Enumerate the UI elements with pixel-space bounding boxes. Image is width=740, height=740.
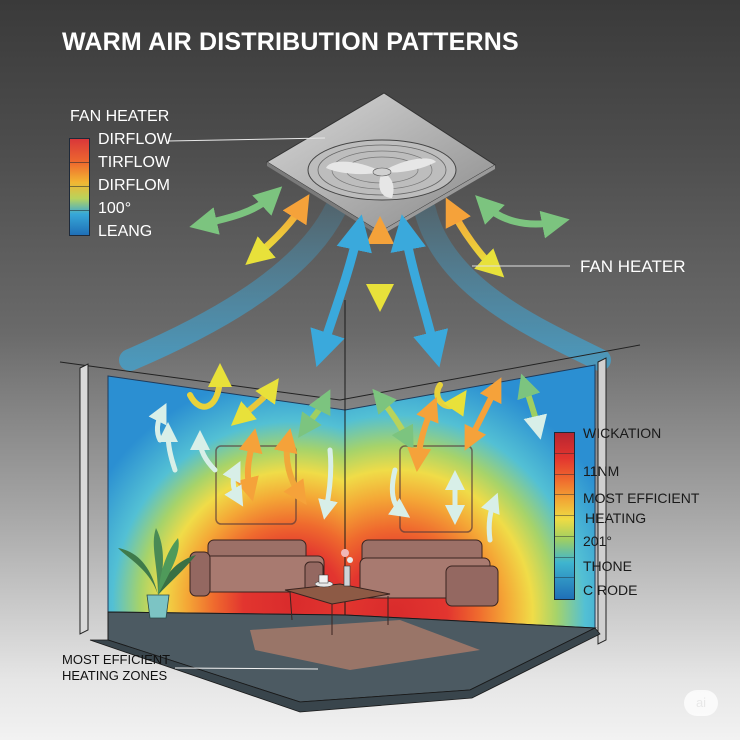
vase <box>341 549 353 587</box>
fan-legend-label: LEANG <box>98 223 153 240</box>
potted-plant <box>118 528 196 619</box>
scale-segment <box>555 433 574 454</box>
scale-segment <box>555 537 574 558</box>
efficient-zones-callout: MOST EFFICIENT HEATING ZONES <box>62 652 170 684</box>
scale-segment <box>555 495 574 516</box>
leader-zones-callout <box>174 667 319 670</box>
fan-legend-title: FAN HEATER <box>70 108 170 125</box>
rug <box>250 620 480 670</box>
fan-heater-unit <box>266 92 496 236</box>
fan-legend-color-scale <box>69 138 90 236</box>
heat-legend-color-scale <box>554 432 575 600</box>
fan-legend-label: DIRFLOW <box>98 131 172 148</box>
blue-airflow-streams <box>119 199 611 371</box>
scale-segment <box>555 454 574 475</box>
floor-edge <box>89 627 601 713</box>
scale-segment <box>555 516 574 537</box>
leader-fan-legend <box>167 137 326 142</box>
ai-watermark-badge: ai <box>684 690 718 716</box>
fan-legend-label: 100° <box>98 200 132 217</box>
scale-segment <box>555 558 574 579</box>
heat-legend-label: 201° <box>583 533 612 549</box>
heat-legend-label: MOST EFFICIENT <box>583 490 700 506</box>
heat-legend-label: C RODE <box>583 582 638 598</box>
heat-legend-label: HEATING <box>585 510 647 526</box>
fan-legend-label: DIRFLOM <box>98 177 170 194</box>
scale-segment <box>70 163 89 187</box>
air-arrows-room <box>148 363 547 543</box>
scale-segment <box>555 578 574 599</box>
efficient-zones-line2: HEATING ZONES <box>62 668 168 683</box>
scale-segment <box>70 139 89 163</box>
scale-segment <box>555 475 574 496</box>
fan-heater-callout: FAN HEATER <box>580 257 686 276</box>
sofa-right <box>359 539 499 607</box>
scale-segment <box>70 187 89 211</box>
heat-legend-label: WICKATION <box>583 425 662 441</box>
cup <box>314 574 334 588</box>
page-title: WARM AIR DISTRIBUTION PATTERNS <box>62 28 519 56</box>
efficient-zones-line1: MOST EFFICIENT <box>62 652 171 667</box>
air-arrows-fan <box>189 186 570 368</box>
scale-segment <box>70 211 89 235</box>
fan-legend-label: TIRFLOW <box>98 154 170 171</box>
sofa-left <box>189 539 325 597</box>
heat-legend-label: 11NM <box>583 463 620 479</box>
heat-legend-label: THONE <box>583 558 632 574</box>
